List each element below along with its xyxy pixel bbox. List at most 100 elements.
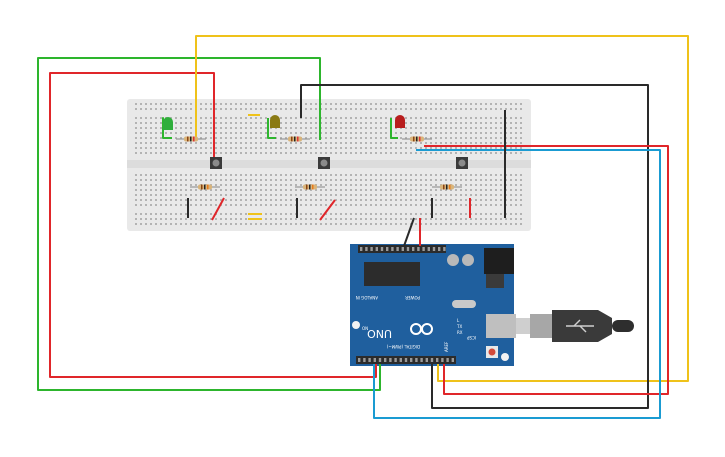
breadboard-hole <box>375 194 377 196</box>
breadboard-hole <box>420 213 422 215</box>
header-pin[interactable] <box>406 247 410 251</box>
breadboard-hole <box>480 174 482 176</box>
wire-blue[interactable] <box>373 149 661 419</box>
resistor[interactable] <box>280 136 310 142</box>
breadboard-hole <box>305 132 307 134</box>
wire-red-left[interactable] <box>49 72 377 378</box>
breadboard-hole <box>495 142 497 144</box>
wire-yellow-short-2[interactable] <box>248 213 262 220</box>
button-3[interactable] <box>456 157 468 169</box>
breadboard-hole <box>385 223 387 225</box>
breadboard-hole <box>295 194 297 196</box>
header-pin[interactable] <box>430 358 434 362</box>
button-1[interactable] <box>210 157 222 169</box>
header-pin[interactable] <box>375 247 378 251</box>
header-pin[interactable] <box>417 247 420 251</box>
header-pin[interactable] <box>443 247 446 251</box>
breadboard-hole <box>200 194 202 196</box>
header-pin[interactable] <box>399 358 402 362</box>
breadboard-hole <box>450 174 452 176</box>
header-pin[interactable] <box>389 358 392 362</box>
header-pin[interactable] <box>410 358 413 362</box>
breadboard-hole <box>140 137 142 139</box>
breadboard-hole <box>355 199 357 201</box>
breadboard-hole <box>350 189 352 191</box>
header-pin[interactable] <box>441 358 444 362</box>
breadboard-hole <box>455 152 457 154</box>
breadboard-hole <box>415 179 417 181</box>
wire-black-top[interactable] <box>300 84 649 409</box>
breadboard-hole <box>335 137 337 139</box>
breadboard-hole <box>410 199 412 201</box>
header-pin[interactable] <box>370 247 373 251</box>
header-pin[interactable] <box>436 358 439 362</box>
breadboard-hole <box>400 213 402 215</box>
breadboard-hole <box>400 218 402 220</box>
breadboard-hole <box>380 117 382 119</box>
header-pin[interactable] <box>412 247 415 251</box>
wire-red-rail-2[interactable] <box>319 199 336 221</box>
breadboard-hole <box>235 122 237 124</box>
header-pin[interactable] <box>396 247 399 251</box>
breadboard-hole <box>180 142 182 144</box>
header-pin[interactable] <box>368 358 371 362</box>
breadboard-hole <box>135 213 137 215</box>
resistor[interactable] <box>190 184 220 190</box>
header-pin[interactable] <box>425 358 428 362</box>
header-pin[interactable] <box>373 358 376 362</box>
header-pin[interactable] <box>415 358 418 362</box>
header-pin[interactable] <box>432 247 436 251</box>
breadboard-hole <box>415 218 417 220</box>
header-pin[interactable] <box>446 358 449 362</box>
breadboard-hole <box>375 179 377 181</box>
header-pin[interactable] <box>427 247 430 251</box>
breadboard-hole <box>160 108 162 110</box>
breadboard-hole <box>265 189 267 191</box>
red-led[interactable] <box>395 115 405 128</box>
header-pin[interactable] <box>386 247 389 251</box>
header-pin[interactable] <box>404 358 408 362</box>
header-pin[interactable] <box>380 247 384 251</box>
header-pin[interactable] <box>358 358 361 362</box>
header-pin[interactable] <box>391 247 394 251</box>
header-pin[interactable] <box>378 358 382 362</box>
green-led[interactable] <box>163 117 173 130</box>
breadboard-hole <box>450 152 452 154</box>
wire-red-rail-1[interactable] <box>211 197 225 221</box>
breadboard-hole <box>395 174 397 176</box>
header-pin[interactable] <box>394 358 397 362</box>
resistor[interactable] <box>402 136 432 142</box>
breadboard-hole <box>275 204 277 206</box>
wire-green-led-yellow[interactable] <box>267 118 276 139</box>
header-pin[interactable] <box>422 247 425 251</box>
breadboard-hole <box>240 122 242 124</box>
breadboard-hole <box>435 137 437 139</box>
wire-yellow[interactable] <box>195 35 689 382</box>
header-pin[interactable] <box>438 247 441 251</box>
header-pin[interactable] <box>360 247 363 251</box>
resistor[interactable] <box>295 184 325 190</box>
header-pin[interactable] <box>363 358 366 362</box>
breadboard-hole <box>180 137 182 139</box>
breadboard-hole <box>485 199 487 201</box>
header-pin[interactable] <box>401 247 404 251</box>
yellow-led[interactable] <box>270 115 280 128</box>
resistor[interactable] <box>432 184 462 190</box>
header-pin[interactable] <box>384 358 387 362</box>
breadboard-hole <box>405 194 407 196</box>
wire-red-right[interactable] <box>424 145 669 395</box>
arduino-uno[interactable]: UNO POWER ANALOG IN DIGITAL (PWM~) ICSP … <box>350 244 516 366</box>
breadboard-hole <box>335 223 337 225</box>
button-2[interactable] <box>318 157 330 169</box>
wire-green-led-red[interactable] <box>390 118 398 139</box>
resistor[interactable] <box>176 136 206 142</box>
breadboard-hole <box>450 108 452 110</box>
breadboard-hole <box>350 204 352 206</box>
breadboard-hole <box>220 218 222 220</box>
header-pin[interactable] <box>451 358 454 362</box>
header-pin[interactable] <box>365 247 368 251</box>
header-pin[interactable] <box>420 358 423 362</box>
wire-black-gnd[interactable] <box>403 217 415 247</box>
breadboard-hole <box>385 122 387 124</box>
breadboard-hole <box>170 204 172 206</box>
